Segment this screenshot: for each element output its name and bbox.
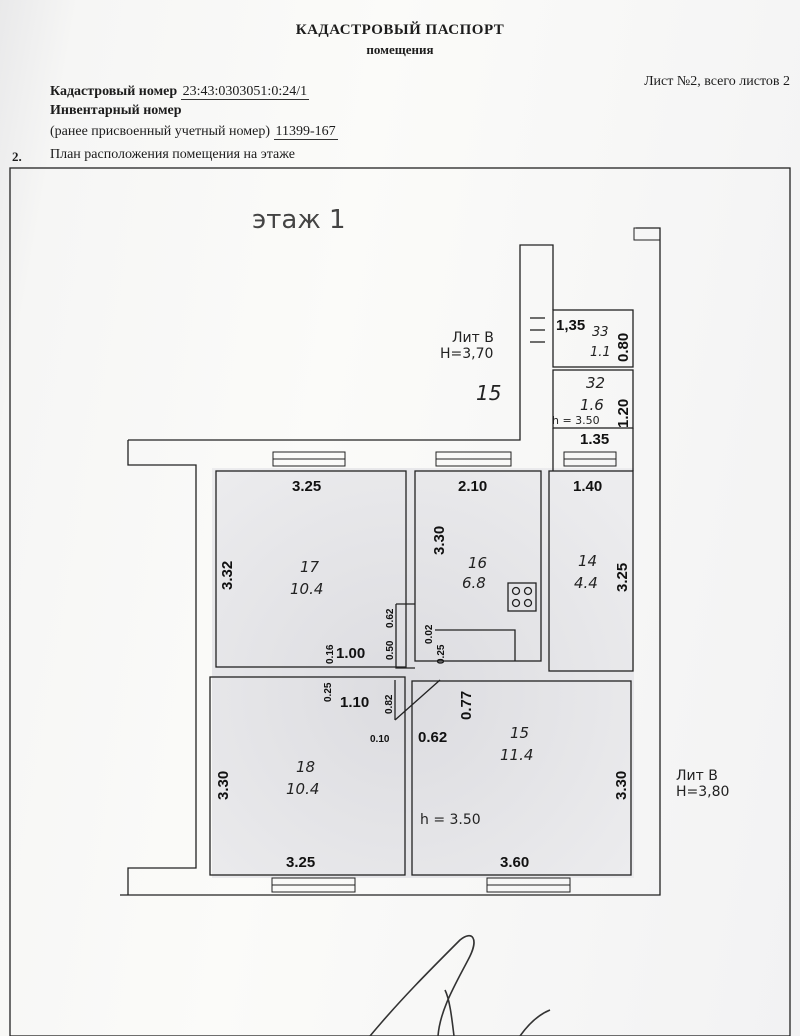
room-17-area: 10.4 bbox=[290, 580, 323, 598]
dim-r14-top: 1.40 bbox=[573, 478, 602, 495]
dim-r15-bottom: 3.60 bbox=[500, 854, 529, 871]
previous-number-label: (ранее присвоенный учетный номер) bbox=[50, 124, 271, 139]
room-32: 32 1.6 bbox=[580, 374, 605, 414]
sheet-number: Лист №2, всего листов 2 bbox=[644, 74, 790, 89]
room-18-area: 10.4 bbox=[286, 780, 319, 798]
dim-small-120: 1.20 bbox=[615, 399, 632, 428]
dim-x025a: 0.25 bbox=[436, 644, 447, 664]
room-14-number: 14 bbox=[578, 552, 597, 570]
height-right-label: H=3,80 bbox=[676, 784, 729, 800]
room-18-number: 18 bbox=[296, 758, 315, 776]
room-15-number: 15 bbox=[510, 724, 529, 742]
room-16-area: 6.8 bbox=[462, 574, 486, 592]
room-18: 18 10.4 bbox=[286, 758, 319, 798]
room-15-area: 11.4 bbox=[500, 746, 533, 764]
dim-077: 0.77 bbox=[458, 691, 475, 720]
dim-x025b: 0.25 bbox=[323, 682, 334, 702]
shaded-interior bbox=[212, 468, 634, 878]
document-subtitle: помещения bbox=[366, 42, 434, 57]
dim-x062: 0.62 bbox=[385, 608, 396, 628]
dim-062: 0.62 bbox=[418, 729, 447, 746]
dim-r16-top: 2.10 bbox=[458, 478, 487, 495]
dim-r15-right: 3.30 bbox=[613, 771, 630, 800]
dim-small-135-bottom: 1.35 bbox=[580, 431, 609, 448]
document-title: КАДАСТРОВЫЙ ПАСПОРТ bbox=[295, 22, 505, 38]
dim-r14-right: 3.25 bbox=[614, 563, 631, 592]
dim-small-135-top: 1,35 bbox=[556, 317, 585, 334]
room-15: 15 11.4 bbox=[500, 724, 533, 764]
room-15-height: h = 3.50 bbox=[420, 812, 481, 828]
dim-x016: 0.16 bbox=[325, 644, 336, 664]
room-33-number: 33 bbox=[592, 325, 609, 340]
room-16: 16 6.8 bbox=[462, 554, 487, 592]
dim-hall-width: 1.00 bbox=[336, 645, 365, 662]
signature bbox=[369, 935, 551, 1036]
dim-r17-top: 3.25 bbox=[292, 478, 321, 495]
dim-x082: 0.82 bbox=[384, 694, 395, 714]
room-16-number: 16 bbox=[468, 554, 487, 572]
dim-hall-width-2: 1.10 bbox=[340, 694, 369, 711]
room-14: 14 4.4 bbox=[574, 552, 598, 592]
dim-x010: 0.10 bbox=[370, 734, 390, 745]
inventory-number-line: Инвентарный номер bbox=[50, 103, 182, 119]
lit-top-label: Лит В bbox=[452, 330, 494, 346]
cadastral-number-line: Кадастровый номер 23:43:0303051:0:24/1 bbox=[50, 84, 310, 100]
section-number: 2. bbox=[12, 149, 22, 164]
section-title: План расположения помещения на этаже bbox=[50, 147, 295, 162]
previous-number-line: (ранее присвоенный учетный номер) 11399-… bbox=[50, 124, 338, 140]
dim-small-080: 0.80 bbox=[615, 333, 632, 362]
previous-number-value: 11399-167 bbox=[273, 124, 338, 140]
floor-label: этаж 1 bbox=[252, 205, 346, 235]
room-17: 17 10.4 bbox=[290, 558, 323, 598]
room-32-number: 32 bbox=[586, 374, 605, 392]
dim-r16-vertical: 3.30 bbox=[431, 526, 448, 555]
windows bbox=[271, 227, 661, 893]
plan-frame bbox=[9, 167, 791, 1036]
cadastral-number-value: 23:43:0303051:0:24/1 bbox=[180, 84, 310, 100]
corridor-number-label: 15 bbox=[476, 381, 501, 405]
dim-r17-left: 3.32 bbox=[219, 561, 236, 590]
room-17-number: 17 bbox=[300, 558, 320, 576]
small-height-label: h = 3.50 bbox=[552, 414, 600, 427]
inventory-number-label: Инвентарный номер bbox=[50, 103, 182, 118]
dim-r18-left: 3.30 bbox=[215, 771, 232, 800]
room-33: 33 1.1 bbox=[590, 325, 611, 360]
height-top-label: H=3,70 bbox=[440, 346, 493, 362]
room-33-area: 1.1 bbox=[590, 345, 611, 360]
dim-x002: 0.02 bbox=[424, 624, 435, 644]
room-32-area: 1.6 bbox=[580, 396, 604, 414]
dim-r18-bottom: 3.25 bbox=[286, 854, 315, 871]
lit-right-label: Лит В bbox=[676, 768, 718, 784]
dim-x050: 0.50 bbox=[385, 640, 396, 660]
cadastral-number-label: Кадастровый номер bbox=[50, 84, 178, 99]
room-14-area: 4.4 bbox=[574, 574, 598, 592]
